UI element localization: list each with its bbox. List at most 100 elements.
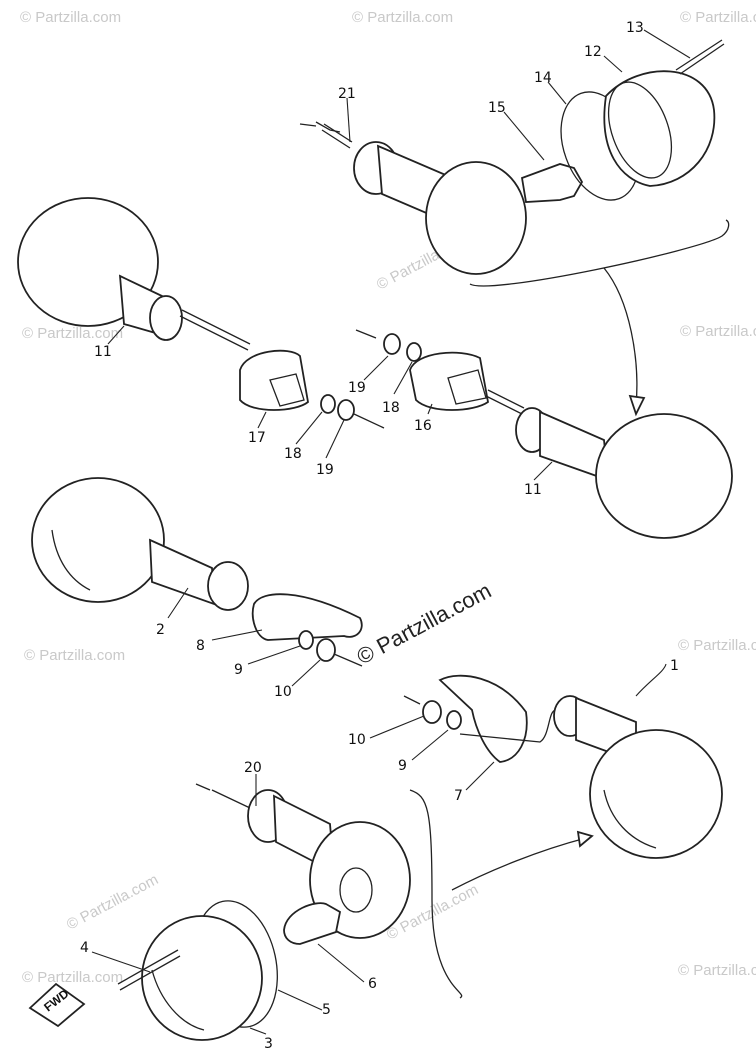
lens-line-2 <box>51 529 91 591</box>
callout-1: 1 <box>670 658 679 674</box>
fwd-indicator: FWD <box>28 982 86 1028</box>
wire-10b <box>403 695 421 705</box>
screw-13 <box>675 39 725 75</box>
watermark-tc: © Partzilla.com <box>352 9 453 26</box>
assembly-20 <box>117 783 411 1041</box>
leader-lines <box>91 29 691 1035</box>
callout-17: 17 <box>248 430 266 446</box>
callout-9a: 9 <box>234 662 243 678</box>
plate-16 <box>447 369 487 405</box>
arrow-line-bottom <box>451 837 587 891</box>
housing-17 <box>239 349 309 411</box>
bolt-right-11 <box>485 389 525 415</box>
callout-labels: 13 12 14 15 21 11 19 18 16 17 18 19 11 2… <box>80 20 679 1052</box>
lens-line-1 <box>603 789 657 849</box>
watermark-bl: © Partzilla.com <box>22 969 123 986</box>
housing-1 <box>589 729 723 859</box>
nut-19b <box>383 333 401 355</box>
housing-2 <box>31 477 165 603</box>
flange-left-11 <box>149 295 183 341</box>
washer-18b <box>406 342 422 362</box>
fwd-arrow-icon <box>28 982 86 1028</box>
watermark-lr: © Partzilla.com <box>678 637 756 654</box>
watermark-center: © Partzilla.com <box>353 578 496 670</box>
leader-17 <box>257 411 267 429</box>
leader-12 <box>603 55 623 73</box>
bolt-20 <box>195 783 251 809</box>
arrow-head-top <box>628 394 646 417</box>
wire-19a <box>353 413 385 429</box>
leader-8 <box>211 629 263 641</box>
nut-10a <box>316 638 336 662</box>
bulb-15 <box>520 163 584 203</box>
watermark-mr: © Partzilla.com <box>680 323 756 340</box>
callout-7: 7 <box>454 788 463 804</box>
callout-21: 21 <box>338 86 356 102</box>
leader-11a <box>107 325 125 345</box>
leader-10a <box>291 659 321 687</box>
leader-1 <box>635 663 667 697</box>
leader-13 <box>643 29 691 59</box>
callout-3: 3 <box>264 1036 273 1052</box>
leader-16 <box>427 403 433 415</box>
leader-18a <box>295 411 323 445</box>
leader-2 <box>167 587 189 619</box>
leader-15 <box>503 111 545 161</box>
leader-9a <box>247 645 301 665</box>
watermark-tr: © Partzilla.com <box>680 9 756 26</box>
callout-11b: 11 <box>524 482 542 498</box>
callout-11a: 11 <box>94 344 112 360</box>
watermark-diag-4: © Partzilla.com <box>64 871 161 933</box>
callout-12: 12 <box>584 44 602 60</box>
leader-3 <box>249 1027 267 1035</box>
stem-2 <box>149 538 215 606</box>
callout-15: 15 <box>488 100 506 116</box>
washer-9a <box>298 630 314 650</box>
callout-20: 20 <box>244 760 262 776</box>
washer-9b <box>446 710 462 730</box>
bracket-top <box>469 219 730 287</box>
nut-10b <box>422 700 442 724</box>
assembly-2 <box>31 477 363 667</box>
watermark-tl: © Partzilla.com <box>20 9 121 26</box>
lens-line-3 <box>151 969 205 1031</box>
housing-21 <box>425 161 527 275</box>
callout-10a: 10 <box>274 684 292 700</box>
callout-10b: 10 <box>348 732 366 748</box>
flange-2 <box>207 561 249 611</box>
callout-19a: 19 <box>316 462 334 478</box>
arrow-line-top <box>603 267 638 407</box>
screw-4 <box>117 949 181 991</box>
leader-11b <box>533 461 553 481</box>
leader-9b <box>411 729 449 761</box>
leader-18b <box>393 361 413 395</box>
callout-14: 14 <box>534 70 552 86</box>
bulb-20 <box>283 902 342 945</box>
nut-19a <box>337 399 355 421</box>
leader-19b <box>363 355 389 381</box>
housing-right-11 <box>595 413 733 539</box>
leader-4 <box>91 951 151 973</box>
leader-10b <box>369 715 425 739</box>
assembly-1 <box>403 674 723 859</box>
lens-3 <box>141 915 263 1041</box>
bracket-bottom <box>409 789 463 999</box>
leader-14 <box>547 81 567 105</box>
watermark-ml: © Partzilla.com <box>22 325 123 342</box>
leader-21 <box>346 97 351 143</box>
assembly-top-right <box>299 39 730 287</box>
lens-rim-12 <box>607 81 673 179</box>
plate-17 <box>269 373 305 407</box>
washer-18a <box>320 394 336 414</box>
socket-6 <box>339 867 373 913</box>
callout-5: 5 <box>322 1002 331 1018</box>
callout-2: 2 <box>156 622 165 638</box>
assembly-right-11 <box>355 329 733 539</box>
callout-13: 13 <box>626 20 644 36</box>
callout-19b: 19 <box>348 380 366 396</box>
leader-5 <box>277 989 323 1011</box>
callout-6: 6 <box>368 976 377 992</box>
wire-19b <box>355 329 377 339</box>
